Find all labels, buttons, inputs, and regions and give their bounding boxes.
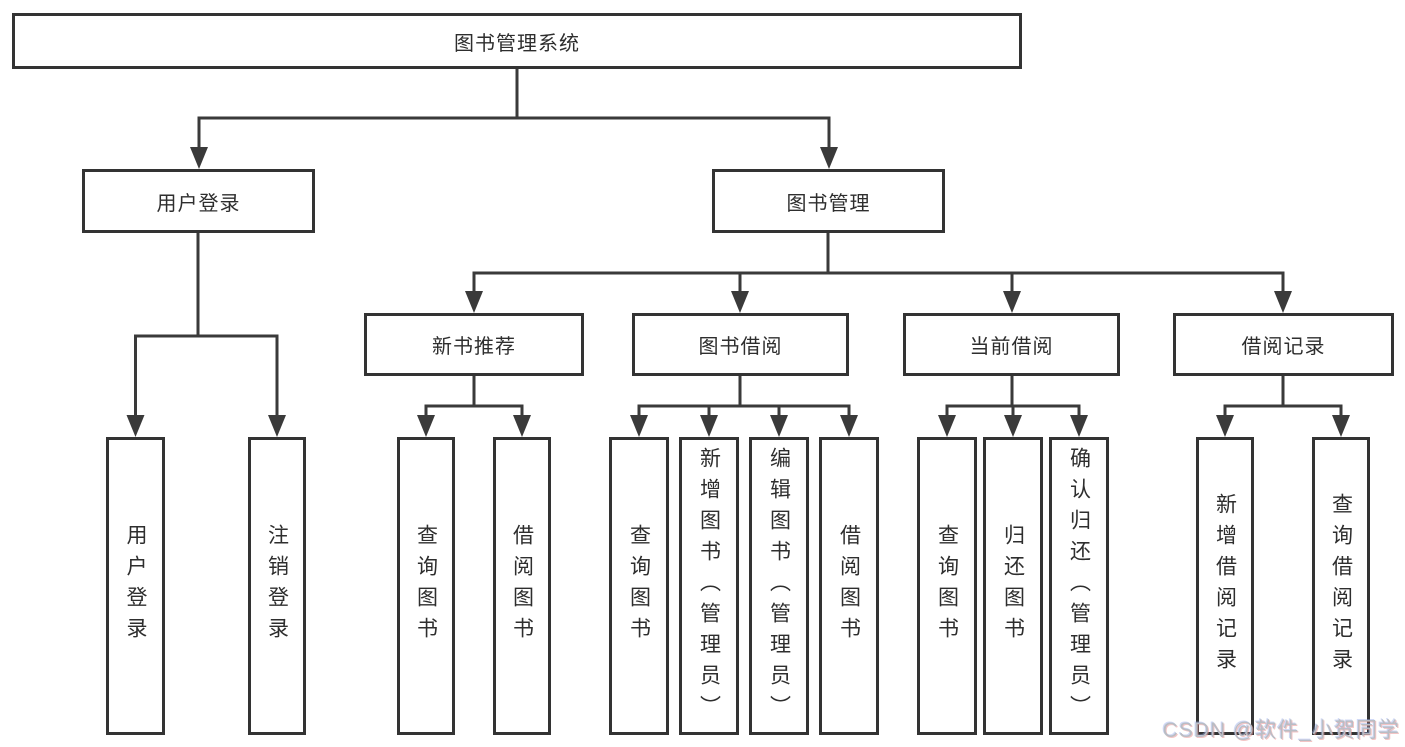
node-label: 编辑图书（管理员） [767,446,791,726]
leaf-query-borrow-record: 查询借阅记录 [1312,437,1370,735]
arrowheads [126,147,1350,437]
leaf-confirm-return-admin: 确认归还（管理员） [1049,437,1109,735]
node-label: 新增图书（管理员） [697,446,721,726]
csdn-watermark: CSDN @软件_小贺同学 [1162,719,1400,742]
leaf-user-login: 用户登录 [106,437,165,735]
node-book-borrowing: 图书借阅 [632,313,849,376]
node-label: 新增借阅记录 [1213,493,1237,679]
leaf-borrow-books: 借阅图书 [493,437,551,735]
leaf-query-books: 查询图书 [917,437,977,735]
node-label: 注销登录 [265,524,289,648]
node-label: 借阅图书 [510,524,534,648]
node-label: 借阅图书 [837,524,861,648]
node-label: 图书管理系统 [454,32,580,55]
leaf-query-books: 查询图书 [397,437,455,735]
node-label: 当前借阅 [969,336,1054,358]
node-label: 借阅记录 [1241,336,1326,358]
node-label: 图书借阅 [698,336,783,358]
node-label: 用户登录 [156,192,241,215]
node-user-login: 用户登录 [82,169,315,233]
node-book-management: 图书管理 [712,169,945,233]
node-current-borrowing: 当前借阅 [903,313,1120,376]
leaf-query-books: 查询图书 [609,437,669,735]
node-label: 查询借阅记录 [1329,493,1353,679]
node-new-book-recommendation: 新书推荐 [364,313,584,376]
node-label: 查询图书 [414,524,438,648]
node-borrowing-records: 借阅记录 [1173,313,1394,376]
node-label: 归还图书 [1001,524,1025,648]
node-label: 图书管理 [786,192,871,215]
node-label: 用户登录 [124,524,147,648]
leaf-add-borrow-record: 新增借阅记录 [1196,437,1254,735]
node-label: 新书推荐 [432,336,516,358]
leaf-borrow-books: 借阅图书 [819,437,879,735]
leaf-edit-books-admin: 编辑图书（管理员） [749,437,809,735]
leaf-add-books-admin: 新增图书（管理员） [679,437,739,735]
leaf-logout: 注销登录 [248,437,306,735]
node-library-management-system: 图书管理系统 [12,13,1022,69]
node-label: 确认归还（管理员） [1067,446,1091,726]
leaf-return-books: 归还图书 [983,437,1043,735]
node-label: 查询图书 [935,524,959,648]
node-label: 查询图书 [627,524,651,648]
